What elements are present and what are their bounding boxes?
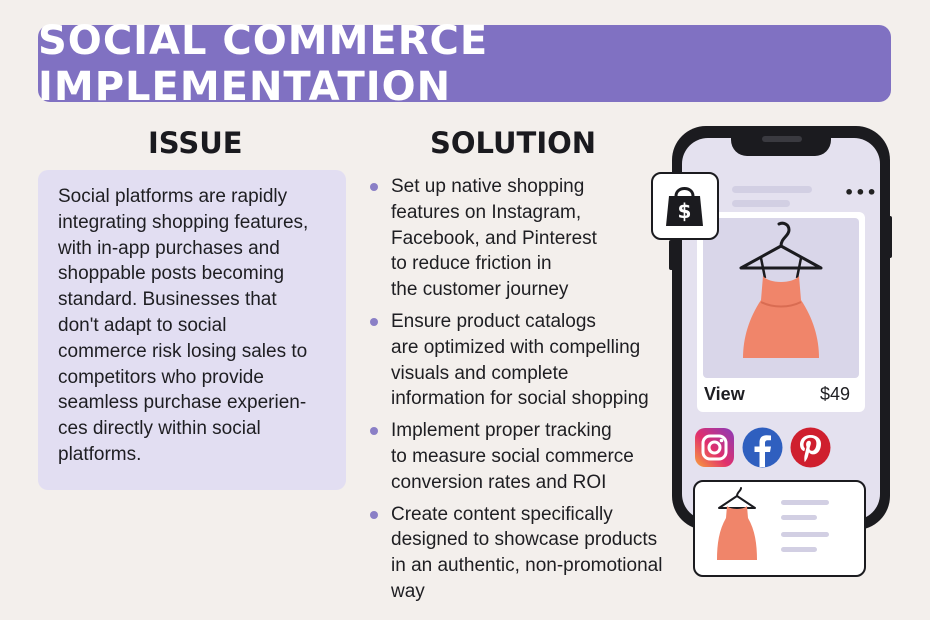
solution-line: Create content specifically <box>391 503 613 525</box>
issue-line: Social platforms are rapidly <box>58 186 288 207</box>
instagram-icon[interactable] <box>694 427 735 468</box>
bullet-dot <box>370 317 378 326</box>
bullet-dot <box>370 427 378 436</box>
solution-line: conversion rates and ROI <box>391 471 607 493</box>
solution-line: the customer journey <box>391 279 569 301</box>
issue-line: with in-app purchases and <box>58 237 280 259</box>
issue-line: competitors who provide <box>58 366 264 388</box>
placeholder-line <box>732 186 812 193</box>
title-banner: SOCIAL COMMERCE IMPLEMENTATION <box>38 18 891 110</box>
solution-item: Set up native shopping features on Insta… <box>366 174 696 303</box>
issue-line: don't adapt to social <box>58 314 227 336</box>
solution-item: Implement proper tracking to measure soc… <box>366 418 696 495</box>
issue-line: integrating shopping features, <box>58 211 309 233</box>
solution-line: information for social shopping <box>391 388 649 410</box>
solution-item: Create content specifically designed to … <box>366 502 696 605</box>
solution-line: in an authentic, non-promotional <box>391 555 663 577</box>
bullet-dot <box>370 510 378 519</box>
issue-line: ces directly within social <box>58 418 261 440</box>
facebook-icon[interactable] <box>742 427 783 468</box>
phone-speaker <box>762 136 802 142</box>
solution-line: features on Instagram, <box>391 201 582 223</box>
issue-line: shoppable posts becoming <box>58 263 285 285</box>
solution-line: Facebook, and Pinterest <box>391 227 597 249</box>
more-menu-icon[interactable]: ••• <box>844 183 878 202</box>
solution-line: visuals and complete <box>391 362 569 384</box>
placeholder-line <box>732 200 790 207</box>
solution-item: Ensure product catalogs are optimized wi… <box>366 309 696 412</box>
solution-line: are optimized with compelling <box>391 336 641 358</box>
solution-line: to measure social commerce <box>391 445 634 467</box>
product-price: $49 <box>820 384 851 404</box>
issue-line: seamless purchase experien- <box>58 392 307 414</box>
issue-box: Social platforms are rapidly integrating… <box>38 170 346 490</box>
solution-list: Set up native shopping features on Insta… <box>366 174 696 611</box>
product-image <box>703 218 859 378</box>
issue-line: standard. Businesses that <box>58 289 277 311</box>
bullet-dot <box>370 183 378 191</box>
solution-line: way <box>391 580 425 602</box>
issue-line: platforms. <box>58 443 142 465</box>
dollar-sign: $ <box>678 199 692 223</box>
phone-side-button <box>669 240 674 270</box>
solution-line: to reduce friction in <box>391 253 552 275</box>
solution-line: Set up native shopping <box>391 176 585 197</box>
solution-heading: SOLUTION <box>430 126 597 160</box>
shopping-bag-icon: $ <box>666 187 703 226</box>
solution-line: designed to showcase products <box>391 529 658 551</box>
solution-line: Implement proper tracking <box>391 420 612 442</box>
view-button[interactable]: View <box>704 384 745 404</box>
page-title: SOCIAL COMMERCE IMPLEMENTATION <box>38 17 489 110</box>
dress-on-hanger-icon <box>739 221 823 358</box>
issue-line: commerce risk losing sales to <box>58 340 308 362</box>
issue-heading: ISSUE <box>148 126 243 160</box>
mini-product-card[interactable] <box>693 480 866 577</box>
solution-line: Ensure product catalogs <box>391 310 596 332</box>
mini-dress-icon <box>717 487 829 560</box>
issue-text: Social platforms are rapidly integrating… <box>58 184 332 468</box>
pinterest-icon[interactable] <box>790 427 831 468</box>
shopping-bag-badge: $ <box>651 172 719 240</box>
